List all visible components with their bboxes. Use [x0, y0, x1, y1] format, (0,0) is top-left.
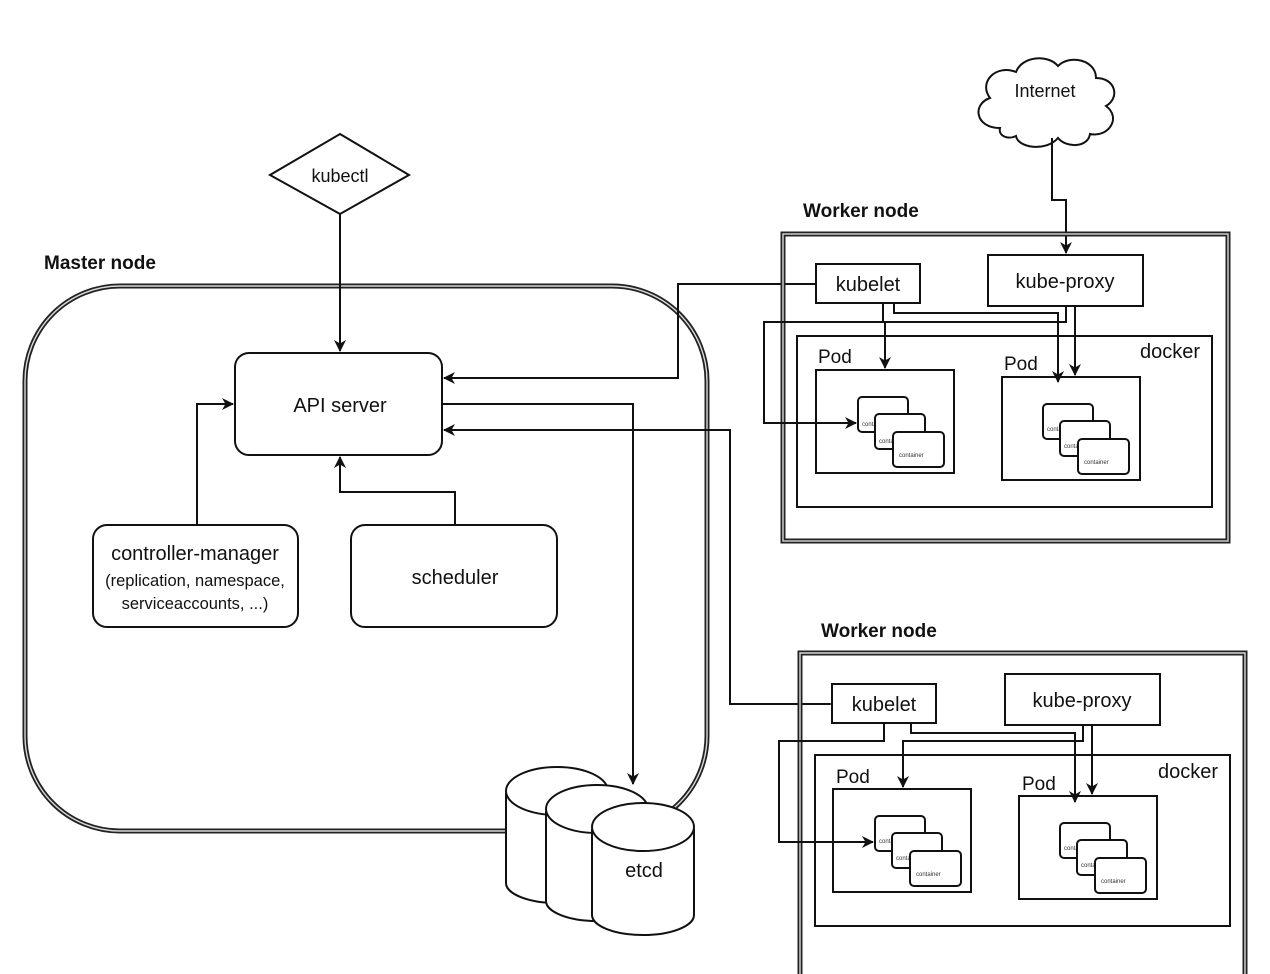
worker-1-pod-1[interactable]: Pod container container container	[815, 347, 955, 474]
worker-node-1-container	[780, 231, 1231, 544]
worker-1-docker-label: docker	[1140, 341, 1200, 363]
container-stack: container container container	[857, 396, 945, 468]
worker-2-kube-proxy-box[interactable]: kube-proxy	[1004, 673, 1161, 726]
worker-1-kubelet-to-pod-2-arrow	[893, 303, 1064, 383]
controller-manager-title: controller-manager	[111, 543, 279, 565]
worker-2-pod-2-label: Pod	[1022, 774, 1056, 795]
kubectl-label: kubectl	[311, 166, 368, 186]
worker-1-pod-2[interactable]: Pod container container container	[1001, 354, 1141, 481]
worker-2-pod-1-label: Pod	[836, 767, 870, 788]
api-kubelet-2-connector	[443, 424, 841, 710]
worker-2-kubelet-label: kubelet	[852, 694, 917, 716]
worker-2-kubelet-box[interactable]: kubelet	[831, 683, 937, 724]
worker-1-kube-proxy-label: kube-proxy	[1016, 271, 1115, 293]
container-label: container	[1084, 460, 1109, 466]
controller-manager-to-api-arrow	[196, 398, 234, 525]
worker-node-2-label: Worker node	[821, 621, 937, 642]
worker-1-kubelet-label: kubelet	[836, 274, 901, 296]
worker-1-kube-proxy-to-pod-1-arrow	[879, 306, 1067, 369]
worker-2-kube-proxy-label: kube-proxy	[1033, 690, 1132, 712]
container-label: container	[896, 856, 921, 862]
api-server-box[interactable]: API server	[234, 352, 443, 456]
worker-2-pod-1[interactable]: Pod container container container	[832, 767, 972, 893]
internet-label: Internet	[1014, 81, 1075, 101]
container-stack: container container container	[1042, 403, 1130, 475]
worker-2-docker-label: docker	[1158, 761, 1218, 783]
scheduler-to-api-arrow	[334, 456, 456, 525]
container-label: container	[1081, 863, 1106, 869]
etcd-cluster[interactable]: etcd	[505, 766, 695, 936]
master-node-label: Master node	[44, 253, 156, 274]
container-stack: container container container	[874, 815, 962, 887]
scheduler-box[interactable]: scheduler	[350, 524, 558, 628]
internet-to-kube-proxy-arrow	[1051, 138, 1072, 254]
controller-manager-details-1: (replication, namespace,	[105, 572, 285, 590]
internet-cloud[interactable]: Internet	[977, 57, 1116, 148]
container-label: container	[916, 872, 941, 878]
etcd-label: etcd	[625, 860, 663, 882]
worker-1-kubelet-to-container-arrow	[763, 303, 884, 429]
worker-2-kube-proxy-to-pod-1-arrow	[897, 725, 1084, 788]
container-stack: container container container	[1059, 822, 1147, 894]
worker-1-kubelet-box[interactable]: kubelet	[815, 263, 921, 304]
worker-1-pod-2-label: Pod	[1004, 354, 1038, 375]
kubectl-node[interactable]: kubectl	[267, 132, 411, 216]
container-label: container	[879, 439, 904, 445]
container-label: container	[1064, 444, 1089, 450]
scheduler-label: scheduler	[412, 567, 499, 589]
worker-2-kubelet-to-container-arrow	[778, 723, 885, 848]
api-server-label: API server	[293, 395, 387, 417]
worker-node-2-container	[797, 650, 1248, 974]
container-label: container	[899, 453, 924, 459]
container-label: container	[1101, 879, 1126, 885]
api-kubelet-1-connector	[443, 278, 826, 384]
worker-1-kube-proxy-box[interactable]: kube-proxy	[987, 254, 1144, 307]
controller-manager-box[interactable]: controller-manager (replication, namespa…	[92, 524, 299, 628]
controller-manager-details-2: serviceaccounts, ...)	[122, 595, 269, 613]
worker-2-kubelet-to-pod-2-arrow	[910, 723, 1081, 803]
worker-1-pod-1-label: Pod	[818, 347, 852, 368]
worker-2-pod-2[interactable]: Pod container container container	[1018, 774, 1158, 900]
worker-node-1-label: Worker node	[803, 201, 919, 222]
etcd-cylinder-3	[591, 802, 695, 936]
